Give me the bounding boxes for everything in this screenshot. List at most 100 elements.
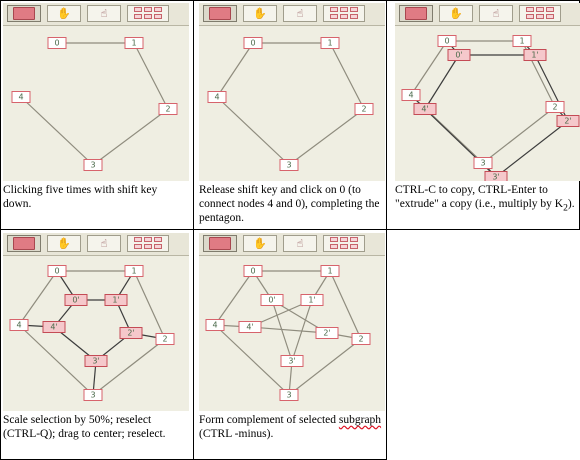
graph-node[interactable]: 2' [556,115,580,127]
node-box[interactable] [280,355,304,367]
node-box[interactable] [401,89,421,101]
graph-node[interactable]: 1' [523,49,547,61]
folder-tool-button[interactable] [203,235,237,252]
node-box[interactable] [64,294,88,306]
pointer-tool-button[interactable]: ☝ [87,235,121,252]
graph-edge[interactable] [424,54,460,110]
graph-edge[interactable] [216,42,254,98]
graph-node[interactable]: 1' [300,294,324,306]
graph-node[interactable]: 3' [280,355,304,367]
node-box[interactable] [9,319,29,331]
graph-node[interactable]: 1 [320,37,340,49]
node-box[interactable] [205,319,225,331]
node-box[interactable] [124,37,144,49]
graph-edge[interactable] [329,270,362,340]
node-box[interactable] [512,35,532,47]
graph-node[interactable]: 4 [205,319,225,331]
graph-node[interactable]: 3' [484,171,508,182]
node-box[interactable] [320,265,340,277]
graph-node[interactable]: 3 [279,159,299,171]
node-box[interactable] [545,101,565,113]
graph-node[interactable]: 3 [473,157,493,169]
graph-node[interactable]: 4 [401,89,421,101]
node-box[interactable] [447,49,471,61]
multi-node-tool-button[interactable] [519,5,561,22]
graph-canvas[interactable]: 0 1 2 3 4 [199,25,385,181]
node-box[interactable] [243,37,263,49]
graph-node[interactable]: 2 [354,103,374,115]
graph-edge[interactable] [92,108,169,166]
graph-node[interactable]: 0 [243,265,263,277]
graph-node[interactable]: 3' [84,355,108,367]
node-box[interactable] [124,265,144,277]
node-box[interactable] [238,321,262,333]
graph-node[interactable]: 0 [47,37,67,49]
grab-tool-button[interactable]: ✋ [243,235,277,252]
node-box[interactable] [158,103,178,115]
node-box[interactable] [413,103,437,115]
graph-node[interactable]: 0 [243,37,263,49]
graph-node[interactable]: 3 [83,159,103,171]
node-box[interactable] [84,355,108,367]
graph-edge[interactable] [271,299,293,362]
grab-tool-button[interactable]: ✋ [439,5,473,22]
graph-edge[interactable] [288,338,362,396]
grab-tool-button[interactable]: ✋ [47,5,81,22]
pointer-tool-button[interactable]: ☝ [87,5,121,22]
graph-node[interactable]: 1 [124,265,144,277]
node-box[interactable] [315,327,339,339]
node-box[interactable] [119,327,143,339]
graph-edge[interactable] [214,324,290,396]
graph-edge[interactable] [249,326,328,334]
graph-edge[interactable] [495,120,569,178]
graph-node[interactable]: 4 [9,319,29,331]
graph-node[interactable]: 2' [315,327,339,339]
graph-node[interactable]: 1 [320,265,340,277]
graph-edge[interactable] [92,338,166,396]
graph-node[interactable]: 2 [545,101,565,113]
grab-tool-button[interactable]: ✋ [243,5,277,22]
graph-edge[interactable] [18,270,58,326]
multi-node-tool-button[interactable] [127,5,169,22]
pointer-tool-button[interactable]: ☝ [283,235,317,252]
graph-node[interactable]: 2' [119,327,143,339]
graph-node[interactable]: 1' [104,294,128,306]
node-box[interactable] [279,389,299,401]
graph-node[interactable]: 0' [260,294,284,306]
graph-edge[interactable] [214,270,254,326]
node-box[interactable] [473,157,493,169]
graph-edge[interactable] [216,96,290,166]
multi-node-tool-button[interactable] [323,235,365,252]
graph-edge[interactable] [18,324,94,396]
graph-node[interactable]: 0' [447,49,471,61]
graph-node[interactable]: 2 [351,333,371,345]
multi-node-tool-button[interactable] [323,5,365,22]
node-box[interactable] [104,294,128,306]
graph-node[interactable]: 4' [413,103,437,115]
graph-edge[interactable] [20,96,94,166]
graph-edge[interactable] [288,108,365,166]
graph-node[interactable]: 0' [64,294,88,306]
graph-edge[interactable] [133,42,169,110]
graph-node[interactable]: 4 [207,91,227,103]
graph-node[interactable]: 0 [437,35,457,47]
graph-edge[interactable] [482,106,556,164]
graph-node[interactable]: 3 [83,389,103,401]
multi-node-tool-button[interactable] [127,235,169,252]
node-box[interactable] [42,321,66,333]
folder-tool-button[interactable] [399,5,433,22]
grab-tool-button[interactable]: ✋ [47,235,81,252]
node-box[interactable] [260,294,284,306]
graph-node[interactable]: 0 [47,265,67,277]
node-box[interactable] [320,37,340,49]
node-box[interactable] [523,49,547,61]
graph-node[interactable]: 2 [155,333,175,345]
node-box[interactable] [279,159,299,171]
graph-node[interactable]: 2 [158,103,178,115]
graph-node[interactable]: 1 [124,37,144,49]
graph-node[interactable]: 1 [512,35,532,47]
node-box[interactable] [300,294,324,306]
graph-node[interactable]: 4' [238,321,262,333]
